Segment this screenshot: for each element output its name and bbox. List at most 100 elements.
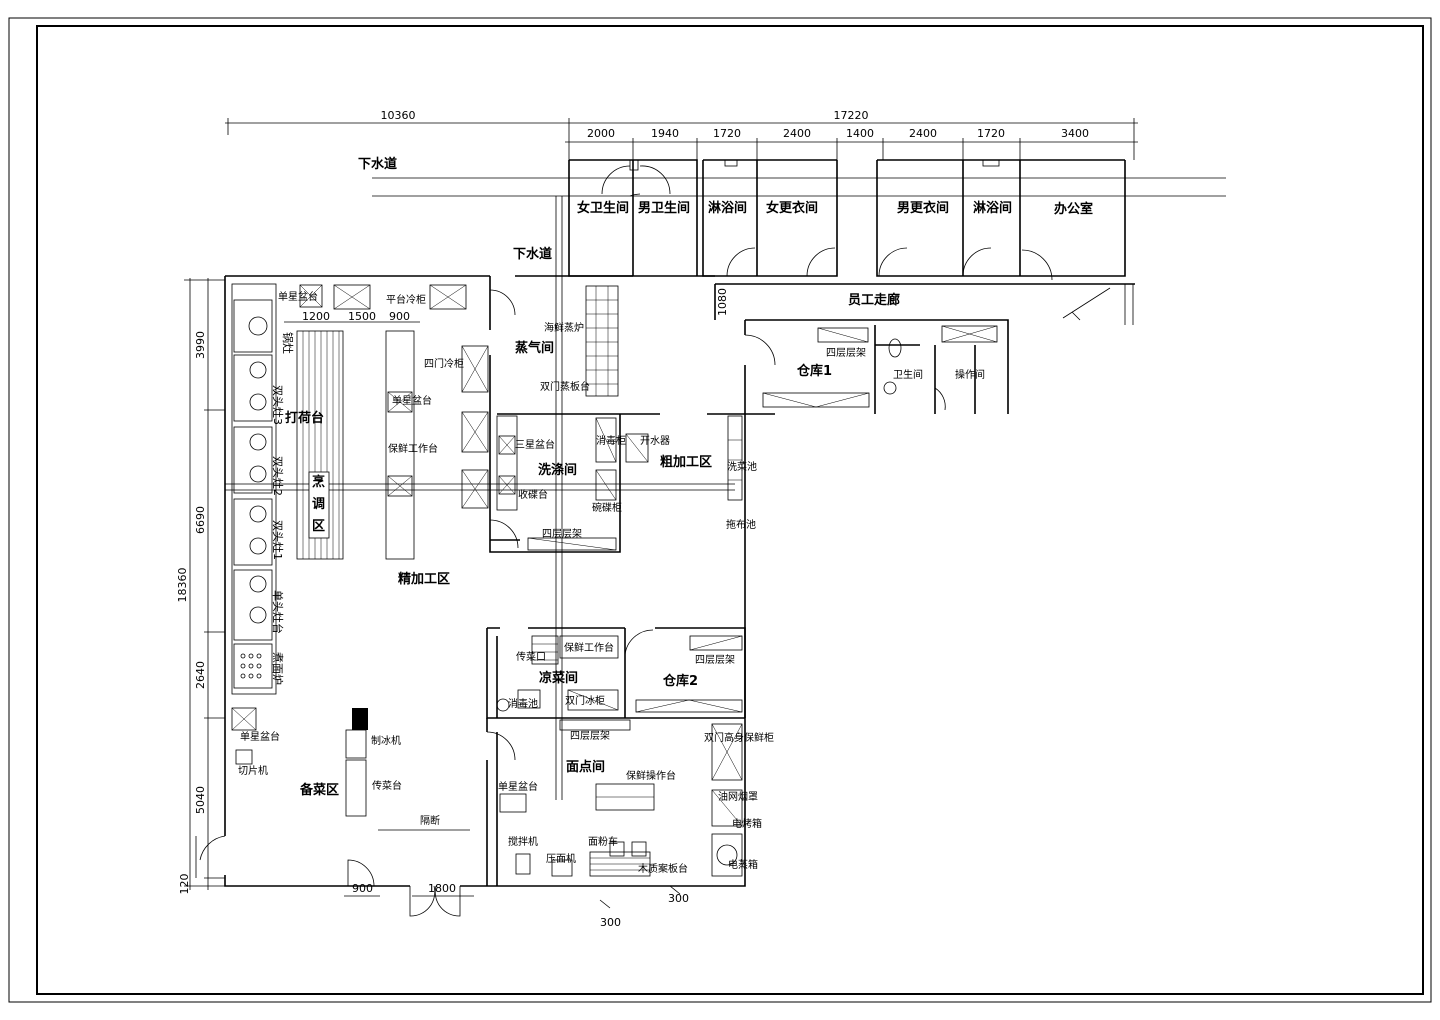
label-partition: 隔断 <box>420 814 440 827</box>
label-single-sink-2: 单星盆台 <box>392 394 432 407</box>
dim-top-seg-8: 3400 <box>1061 127 1089 140</box>
label-double-door-freezer: 双门冰柜 <box>565 694 605 707</box>
dim-bottom-300-a: 300 <box>600 916 621 929</box>
label-two-head-stove-2: 双头灶2 <box>271 456 284 496</box>
label-fresh-operation-table: 保鲜操作台 <box>626 769 676 782</box>
bottom-dimension-lines <box>344 885 681 909</box>
cold-room-walls <box>486 627 746 886</box>
dim-counter-2: 1500 <box>348 310 376 323</box>
dim-top-left-total: 10360 <box>381 109 416 122</box>
dishwash-equipment <box>496 415 743 551</box>
sewer-lines <box>225 177 1226 800</box>
dim-left-seg-3: 2640 <box>194 661 207 689</box>
label-two-head-stove-3: 双头灶3 <box>271 385 284 425</box>
label-four-tier-shelf-w1: 四层层架 <box>826 347 866 359</box>
pastry-equipment <box>499 719 743 877</box>
label-cooking-counter: 打荷台 <box>285 410 324 426</box>
label-dishwash-room: 洗涤间 <box>538 462 577 478</box>
label-single-sink-4: 单星盆台 <box>240 730 280 743</box>
label-cold-dish-room: 凉菜间 <box>539 670 578 686</box>
label-flour-cart: 面粉车 <box>588 835 618 848</box>
label-single-sink-top: 单星盆台 <box>278 290 318 303</box>
label-prep-area: 备菜区 <box>299 782 339 798</box>
stove-line <box>231 283 323 695</box>
label-warehouse-1: 仓库1 <box>796 363 832 379</box>
left-dimension-lines <box>184 278 225 890</box>
label-four-door-fridge: 四门冷柜 <box>424 357 464 370</box>
label-dish-cabinet: 碗碟柜 <box>592 501 622 514</box>
prep-area-equipment <box>231 707 470 831</box>
label-staff-corridor: 员工走廊 <box>848 292 900 308</box>
dim-top-seg-1: 2000 <box>587 127 615 140</box>
label-platform-fridge: 平台冷柜 <box>386 293 426 306</box>
platform-fridges <box>333 284 467 310</box>
label-wood-board-table: 木质案板台 <box>638 862 688 875</box>
dim-left-seg-4: 5040 <box>194 786 207 814</box>
label-women-toilet: 女卫生间 <box>577 200 629 216</box>
label-seafood-steamer: 海鲜蒸炉 <box>544 321 584 334</box>
label-women-locker: 女更衣间 <box>766 200 818 216</box>
fine-processing-bench <box>385 330 415 560</box>
label-disinfect-cabinet: 消毒柜 <box>596 434 626 447</box>
label-four-tier-shelf-2: 四层层架 <box>695 654 735 666</box>
dim-counter-1: 1200 <box>302 310 330 323</box>
label-dough-press: 压面机 <box>546 852 576 865</box>
label-ice-maker: 制冰机 <box>371 734 401 747</box>
dim-door-1800: 1800 <box>428 882 456 895</box>
label-receiving-table: 收碟台 <box>518 488 548 501</box>
label-pastry-room: 面点间 <box>566 759 605 775</box>
noodle-stove-burners <box>240 653 262 679</box>
label-seasoning-1: 烹 <box>312 474 325 490</box>
dim-left-total: 18360 <box>176 568 189 603</box>
label-sewer-2: 下水道 <box>513 246 552 262</box>
dim-bottom-300-b: 300 <box>668 892 689 905</box>
dim-top-right-total: 17220 <box>834 109 869 122</box>
label-steamer: 电蒸箱 <box>728 858 758 871</box>
label-double-door-tall-fridge: 双门高身保鲜柜 <box>704 731 774 744</box>
label-triple-sink: 三星盆台 <box>515 438 555 451</box>
label-oil-fume-hood: 油网烟罩 <box>718 790 758 803</box>
label-pot-stove: 锅灶 <box>281 332 294 354</box>
label-shower-2: 淋浴间 <box>973 200 1012 216</box>
dim-1080: 1080 <box>716 288 729 316</box>
label-four-tier-shelf-w2: 四层层架 <box>570 730 610 742</box>
label-mop-pool: 拖布池 <box>726 518 756 531</box>
label-two-head-stove-1: 双头灶1 <box>271 520 284 560</box>
label-fine-processing: 精加工区 <box>398 571 450 587</box>
label-electric-oven: 电烤箱 <box>732 817 762 830</box>
label-single-head-stove: 单头灶台 <box>271 590 285 634</box>
label-men-locker: 男更衣间 <box>897 200 949 216</box>
label-warehouse-2: 仓库2 <box>662 673 698 689</box>
dim-left-seg-1: 3990 <box>194 331 207 359</box>
dim-door-900: 900 <box>352 882 373 895</box>
label-veg-wash-pool: 洗菜池 <box>727 460 757 473</box>
top-dimension-lines <box>225 118 1138 160</box>
dim-counter-3: 900 <box>389 310 410 323</box>
label-shower-1: 淋浴间 <box>708 200 747 216</box>
cooking-counter-hatch <box>296 330 344 560</box>
label-pass-table: 传菜台 <box>372 779 402 792</box>
dim-top-seg-2: 1940 <box>651 127 679 140</box>
label-disinfect-pool: 消毒池 <box>508 697 538 710</box>
label-toilet-small: 卫生间 <box>893 368 923 381</box>
warehouse-1-walls <box>744 319 1009 415</box>
dim-top-seg-6: 2400 <box>909 127 937 140</box>
label-mixer: 搅拌机 <box>508 835 538 848</box>
label-seasoning-2: 调 <box>312 497 325 512</box>
label-noodle-stove: 煮面炉 <box>271 652 284 685</box>
dim-top-seg-3: 1720 <box>713 127 741 140</box>
dim-left-seg-5: 120 <box>178 874 191 895</box>
dim-top-seg-7: 1720 <box>977 127 1005 140</box>
label-men-toilet: 男卫生间 <box>638 200 690 216</box>
label-office: 办公室 <box>1054 201 1093 217</box>
label-steam-room: 蒸气间 <box>515 340 554 356</box>
inner-frame <box>36 25 1424 995</box>
label-sewer-1: 下水道 <box>358 156 397 172</box>
main-kitchen-walls <box>195 275 746 917</box>
label-fresh-workbench-2: 保鲜工作台 <box>564 641 614 654</box>
label-double-door-steam: 双门蒸板台 <box>540 380 590 393</box>
label-operation-room: 操作间 <box>955 368 985 381</box>
label-fresh-workbench: 保鲜工作台 <box>388 442 438 455</box>
label-pass-window: 传菜口 <box>516 651 546 663</box>
